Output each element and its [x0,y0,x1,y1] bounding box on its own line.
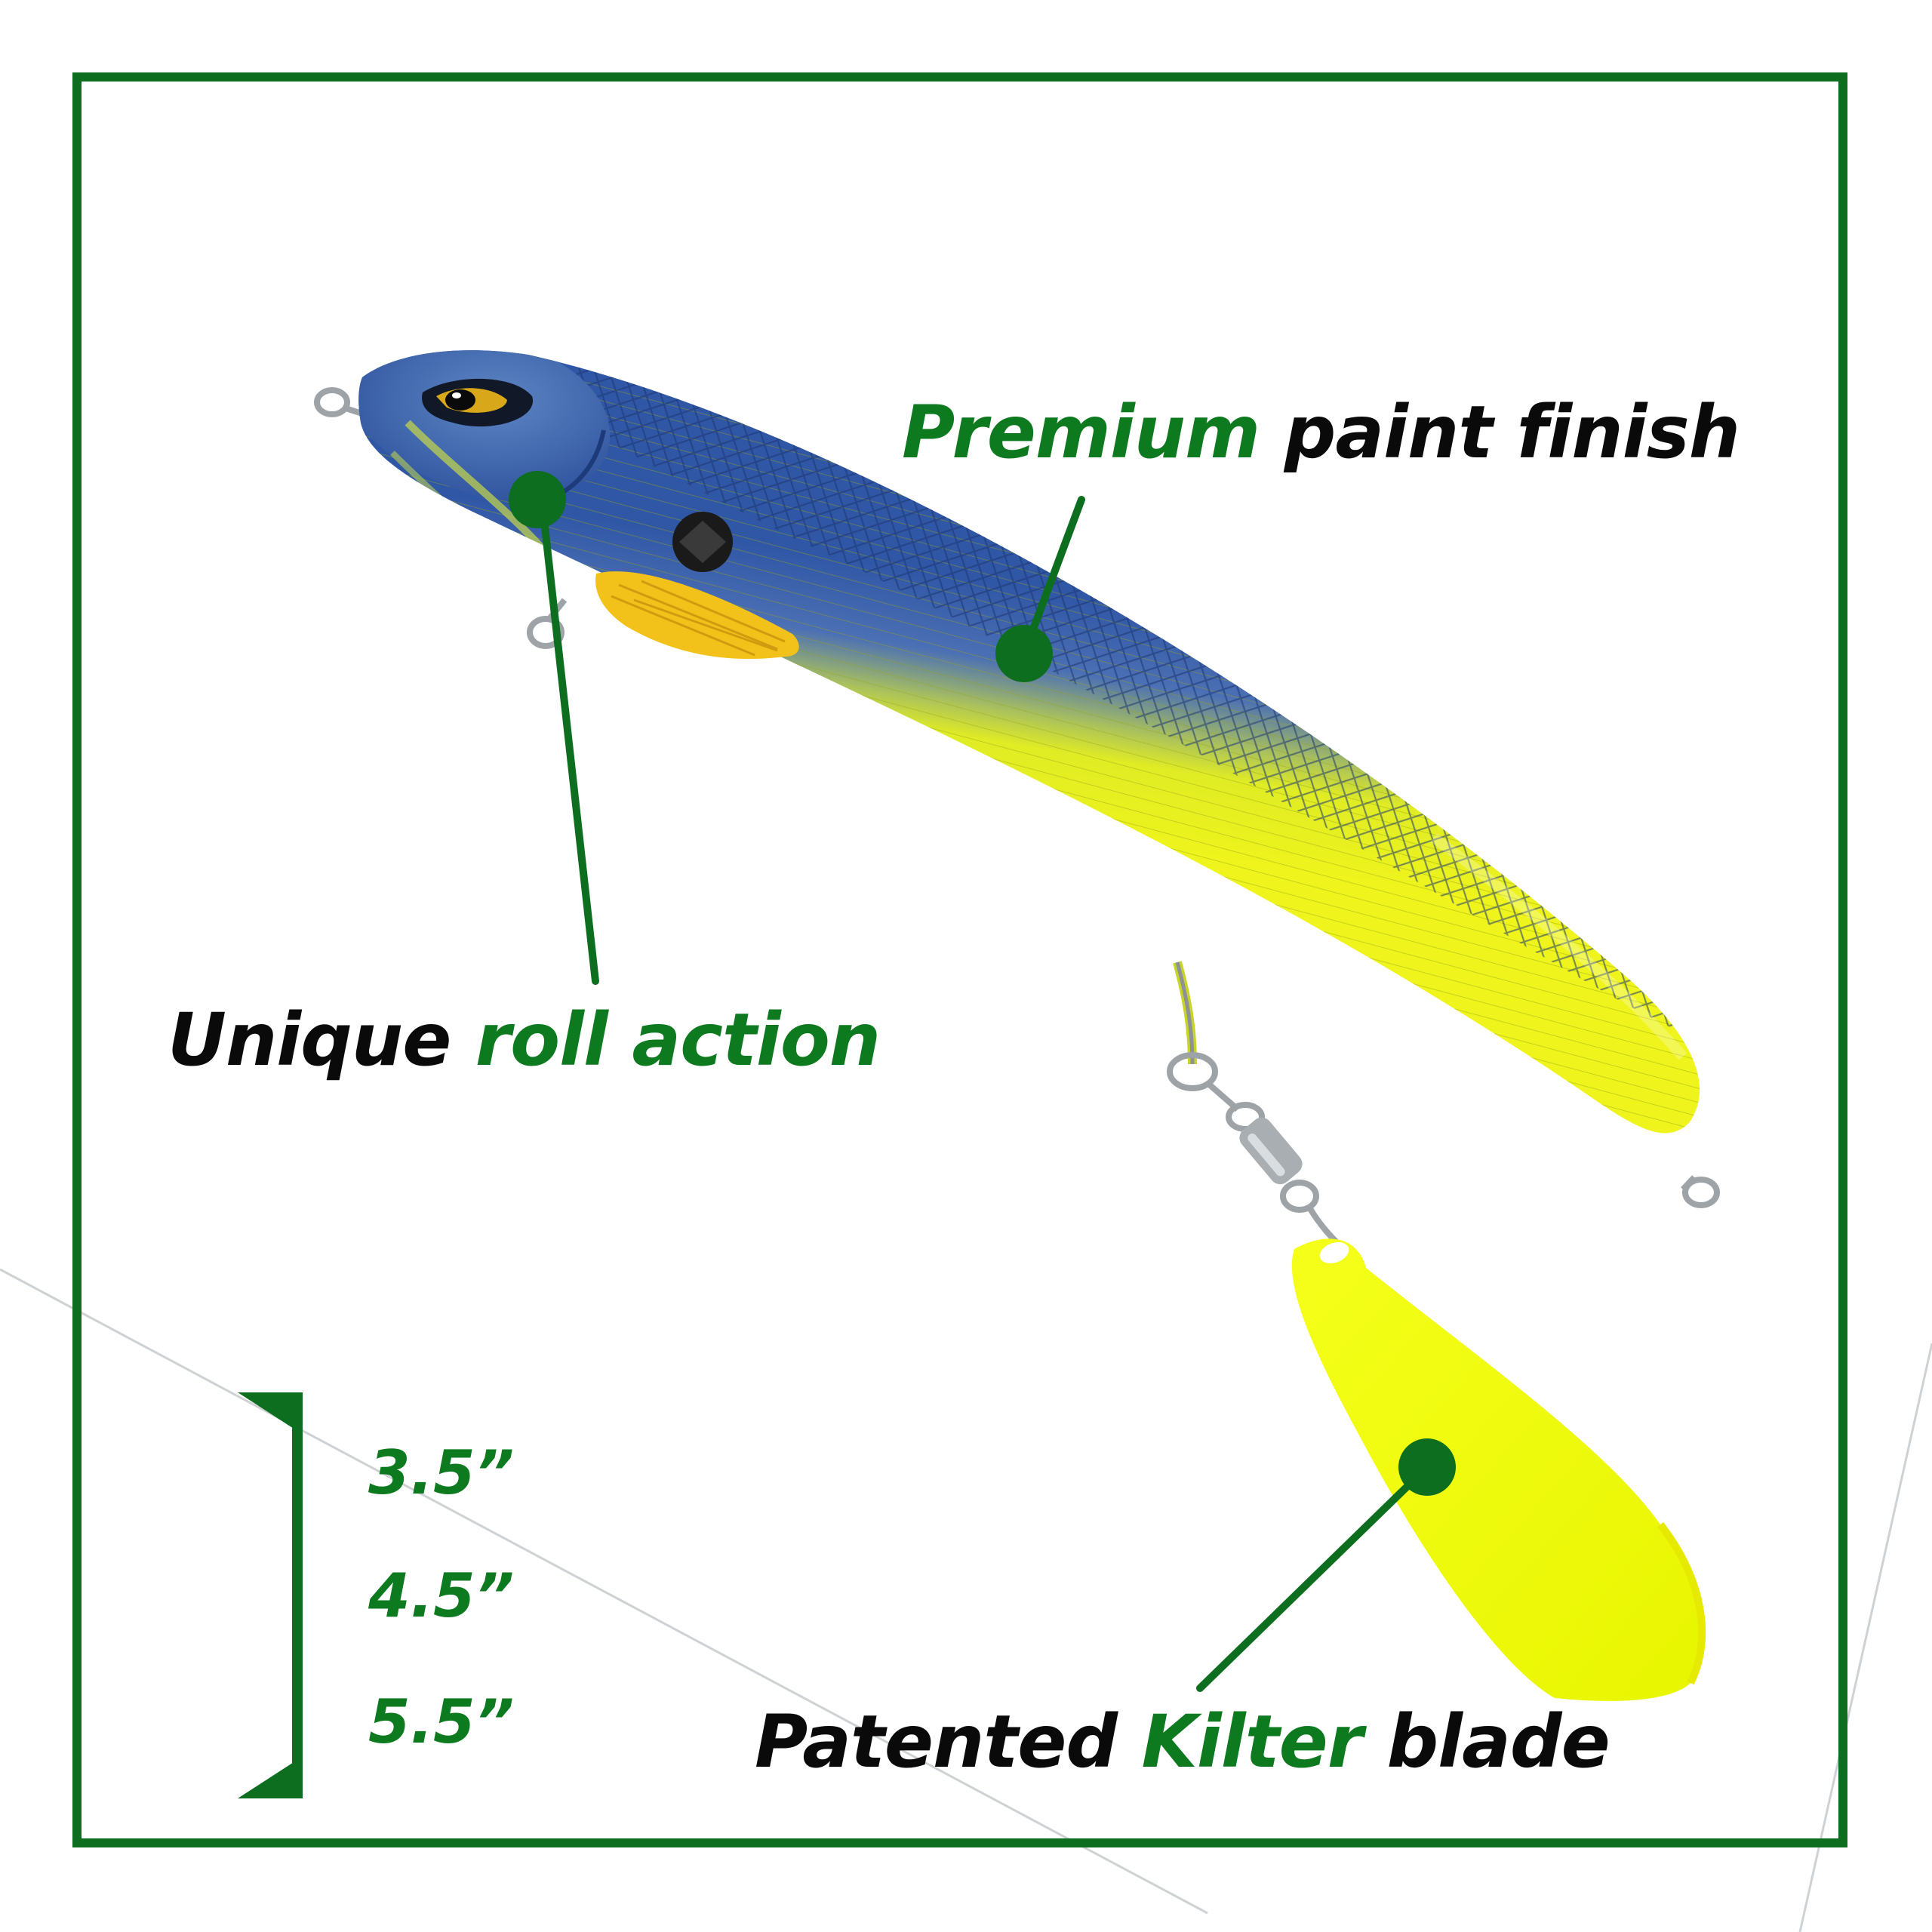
callout-roll-lead: Unique [168,998,475,1082]
size-bracket [238,1392,303,1798]
swivel-assembly [1167,961,1342,1247]
callout-paint-finish: Premium paint finish [902,396,1740,469]
callout-kilter-blade: Patented Kilter blade [755,1706,1611,1778]
callout-blade-highlight: Kilter [1141,1700,1363,1784]
callout-dot-blade [1398,1438,1456,1496]
nose-eyelet [314,387,350,417]
size-option-1: 3.5” [368,1438,515,1508]
bracket-top-arrow [238,1392,302,1434]
front-hook-hanger [527,616,565,649]
size-option-2: 4.5” [368,1561,515,1631]
callout-blade-lead: Patented [755,1700,1142,1784]
callout-dot-roll [509,471,566,528]
callout-roll-action: Unique roll action [168,1004,881,1076]
background-line [1798,1343,1932,1932]
callout-dot-paint [995,625,1053,682]
tail-eyelet [1682,1177,1720,1208]
callout-paint-highlight: Premium [902,390,1260,475]
callout-roll-highlight: roll action [475,998,881,1082]
size-option-3: 5.5” [368,1687,515,1757]
callout-paint-rest: paint finish [1260,390,1740,475]
kilter-blade [1291,1238,1706,1701]
background-line [0,1268,1208,1915]
bracket-bottom-arrow [238,1757,302,1798]
callout-blade-rest: blade [1362,1700,1610,1784]
green-frame [72,72,1847,1847]
lure-eye [422,378,534,427]
